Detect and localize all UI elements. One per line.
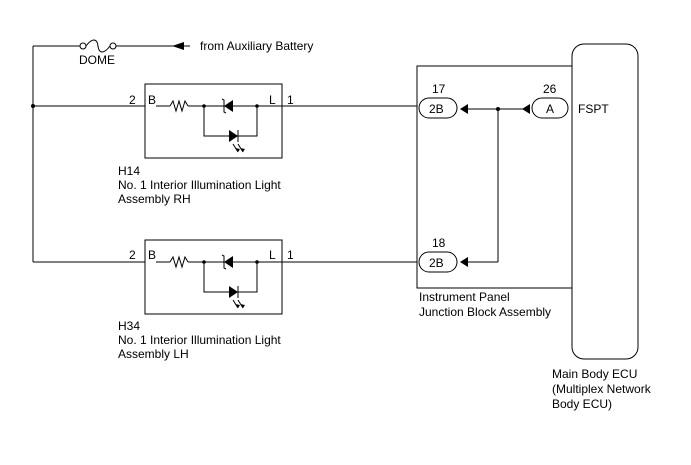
junction-name-line2: Junction Block Assembly bbox=[419, 305, 551, 319]
lh-code: H34 bbox=[118, 319, 140, 333]
ecu-name-line1: Main Body ECU bbox=[552, 367, 637, 381]
connector-bottom-pin: 18 bbox=[432, 236, 446, 250]
lh-pin-left: 2 bbox=[129, 248, 136, 262]
light-rh bbox=[33, 83, 417, 159]
source-label: from Auxiliary Battery bbox=[200, 39, 313, 53]
rh-pin-right-name: L bbox=[269, 93, 276, 107]
rh-name-line2: Assembly RH bbox=[118, 192, 191, 206]
connector-top-pin: 17 bbox=[432, 82, 446, 96]
connector-2b-bottom bbox=[418, 251, 468, 273]
fuse-label: DOME bbox=[79, 53, 115, 67]
lh-pin-right: 1 bbox=[287, 248, 294, 262]
connector-2b-top bbox=[418, 97, 468, 119]
ecu-name-line3: Body ECU) bbox=[552, 397, 612, 411]
connector-top-label: 2B bbox=[429, 102, 444, 116]
ecu-name-line2: (Multiplex Network bbox=[552, 382, 652, 396]
rh-pin-left-name: B bbox=[148, 93, 156, 107]
power-feed bbox=[31, 42, 190, 262]
connector-bottom-label: 2B bbox=[429, 256, 444, 270]
rh-pin-right: 1 bbox=[287, 93, 294, 107]
ecu-terminal: FSPT bbox=[578, 102, 609, 116]
rh-pin-left: 2 bbox=[129, 93, 136, 107]
rh-code: H14 bbox=[118, 164, 140, 178]
ecu-connector-pin: 26 bbox=[543, 82, 557, 96]
junction-name-line1: Instrument Panel bbox=[419, 290, 510, 304]
lh-name-line1: No. 1 Interior Illumination Light bbox=[118, 333, 281, 347]
dome-fuse bbox=[79, 39, 117, 53]
ecu-connector-label: A bbox=[546, 102, 554, 116]
lh-name-line2: Assembly LH bbox=[118, 347, 189, 361]
light-lh bbox=[33, 239, 417, 315]
rh-name-line1: No. 1 Interior Illumination Light bbox=[118, 178, 281, 192]
lh-pin-left-name: B bbox=[148, 248, 156, 262]
lh-pin-right-name: L bbox=[269, 248, 276, 262]
connector-a bbox=[522, 97, 569, 119]
main-body-ecu bbox=[571, 43, 639, 360]
